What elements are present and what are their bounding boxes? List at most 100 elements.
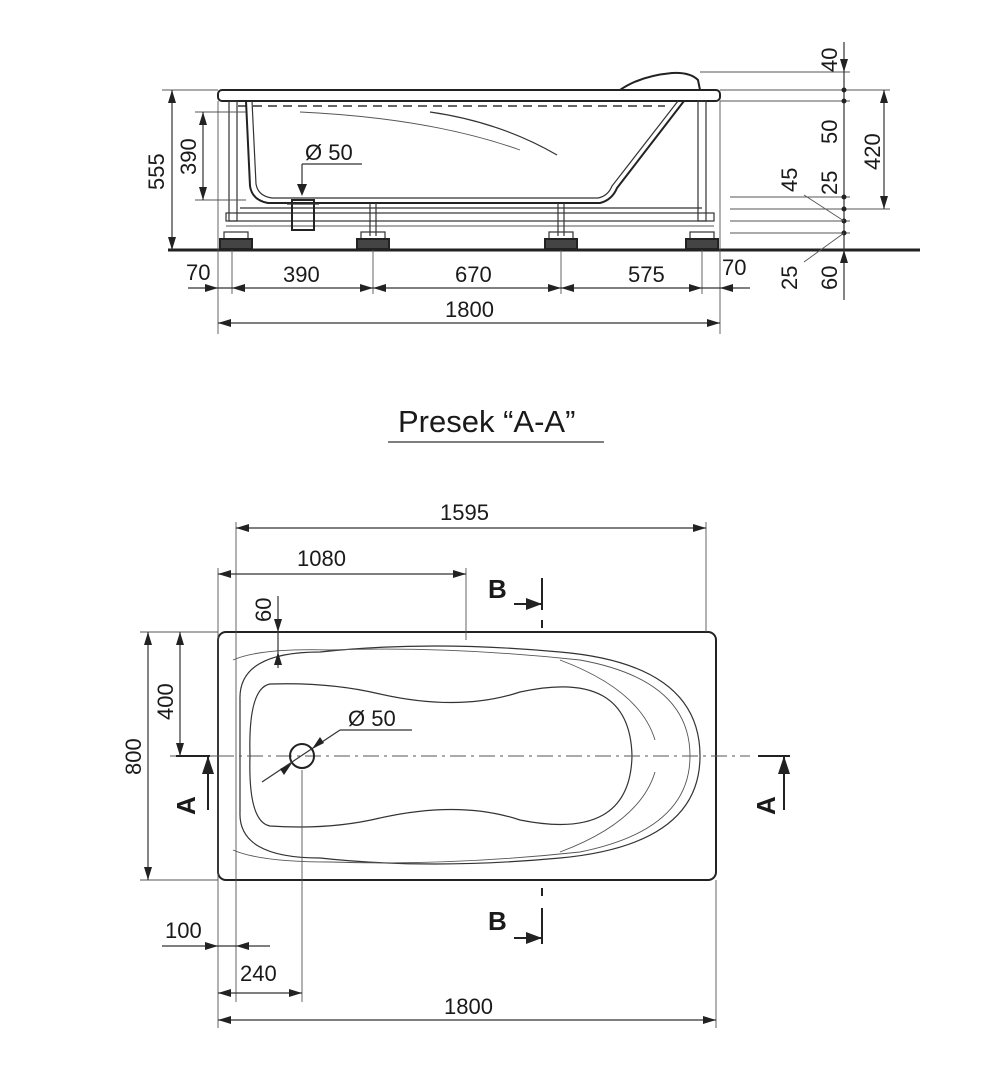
- dim-drain-offset: 240: [240, 961, 277, 986]
- arrow: [453, 570, 466, 578]
- drain-hole: [289, 743, 315, 769]
- headrest-line: [559, 771, 656, 853]
- section-title: Presek “A-A”: [398, 404, 575, 439]
- arrow: [218, 570, 231, 578]
- arrow: [205, 284, 218, 292]
- drain-leader: [261, 729, 341, 783]
- arrow: [144, 867, 152, 880]
- arrow: [526, 932, 542, 944]
- arrow: [720, 284, 733, 292]
- arrow: [199, 187, 207, 200]
- top-view: Ø 50 1595 1080 100 240: [121, 500, 790, 1028]
- arrow: [693, 524, 706, 532]
- arrow: [232, 284, 245, 292]
- arrow: [274, 652, 282, 665]
- arrow: [561, 284, 574, 292]
- arrow: [778, 756, 790, 774]
- dim-drain-to-rim: 1080: [297, 546, 346, 571]
- dim-total-length: 1800: [444, 994, 493, 1019]
- headrest: [619, 71, 701, 91]
- dim-rim: 50: [817, 120, 842, 144]
- dim-dot: [841, 206, 847, 212]
- side-drain-label: Ø 50: [305, 140, 353, 165]
- arrow: [840, 250, 848, 263]
- dim-wall-offset: 100: [165, 918, 202, 943]
- tub-body-inner: [251, 100, 679, 199]
- foot: [689, 231, 715, 240]
- tub-body-outline: [245, 100, 685, 204]
- arrow: [144, 632, 152, 645]
- basin-inner: [249, 683, 633, 828]
- section-mark-a-right: A: [751, 796, 781, 815]
- foot: [219, 238, 253, 250]
- leader: [803, 232, 845, 263]
- basin-outer: [239, 645, 701, 865]
- backrest-curve: [429, 111, 558, 156]
- dim-right-offset: 70: [722, 255, 746, 280]
- section-mark-b-top: B: [488, 574, 507, 604]
- dim-rim-offset: 60: [251, 598, 276, 622]
- dim-dot: [841, 87, 847, 93]
- section-marks-b: B B: [488, 574, 543, 944]
- arrow: [703, 1016, 716, 1024]
- dim-total-width: 800: [121, 738, 146, 775]
- feet: [219, 231, 719, 250]
- arrow: [707, 319, 720, 327]
- dim-total-right: 420: [860, 133, 885, 170]
- top-horizontal-dimensions: 1595 1080 100 240 1800: [162, 500, 717, 1028]
- frame-rail-bottom: [225, 212, 715, 222]
- section-mark-a-left: A: [171, 796, 201, 815]
- dim-bottom-a: 25: [777, 266, 802, 290]
- arrow: [880, 90, 888, 103]
- tub-outer-rim: [217, 631, 717, 881]
- arrow: [280, 763, 292, 775]
- top-left-dimensions: 800 400: [121, 631, 218, 881]
- arrow: [274, 619, 282, 632]
- dim-dot: [841, 98, 847, 104]
- dim-lower-b: 45: [777, 168, 802, 192]
- section-mark-b-bottom: B: [488, 906, 507, 936]
- dim-span-1: 390: [283, 262, 320, 287]
- dim-lower-a: 25: [817, 171, 842, 195]
- dim-total-height: 555: [144, 153, 169, 190]
- arrow: [373, 284, 386, 292]
- arrow: [289, 989, 302, 997]
- section-title-group: Presek “A-A”: [388, 404, 604, 443]
- arrow: [176, 743, 184, 756]
- dim-dot: [841, 194, 847, 200]
- arrow: [205, 942, 218, 950]
- arrow: [202, 756, 214, 774]
- side-horizontal-dimensions: 70 390 670 575 70 1800: [186, 101, 750, 334]
- foot: [544, 238, 578, 250]
- rim-offset-dimension: 60: [251, 596, 282, 668]
- top-drain-label: Ø 50: [348, 706, 396, 731]
- drain-pipe: [291, 199, 315, 231]
- arrow: [236, 942, 249, 950]
- leg-right: [697, 100, 707, 222]
- dim-bottom-b: 60: [817, 266, 842, 290]
- arrow: [176, 632, 184, 645]
- drain-arrow: [297, 184, 307, 196]
- arrow: [218, 319, 231, 327]
- dim-total-length: 1800: [445, 297, 494, 322]
- dim-span-3: 575: [628, 262, 665, 287]
- arrow: [312, 737, 324, 749]
- side-right-dimensions: 40 50 420 25 45 25 60: [700, 42, 890, 300]
- side-view: Ø 50 70 390 670 575 70 1: [144, 42, 920, 334]
- leader: [803, 194, 845, 222]
- dim-half-width: 400: [153, 683, 178, 720]
- dim-left-offset: 70: [186, 260, 210, 285]
- tub-rim: [217, 89, 721, 102]
- foot: [356, 238, 390, 250]
- arrow: [548, 284, 561, 292]
- foot: [360, 231, 386, 240]
- foot: [548, 231, 574, 240]
- arrow: [880, 196, 888, 209]
- foot: [685, 238, 719, 250]
- dim-inner-depth: 390: [176, 138, 201, 175]
- dim-span-2: 670: [455, 262, 492, 287]
- dim-headrest: 40: [817, 48, 842, 72]
- arrow: [218, 989, 231, 997]
- side-left-dimensions: 555 390: [144, 89, 246, 250]
